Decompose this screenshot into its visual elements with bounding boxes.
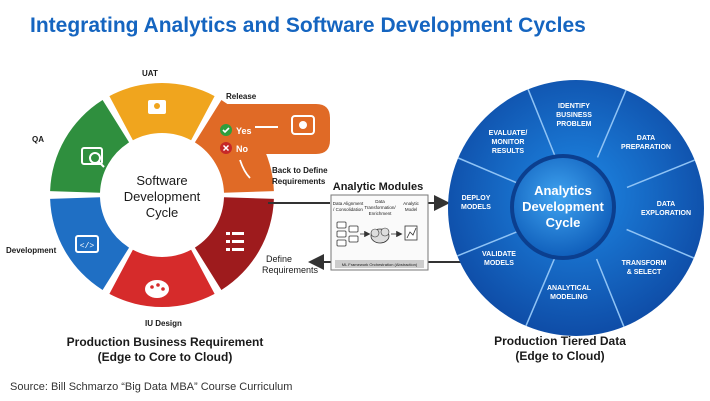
sdc-label-development: Development (6, 246, 57, 255)
adc-seg-explore-1: DATA (657, 201, 675, 208)
model-chart-icon (405, 226, 417, 240)
release-yes-label: Yes (236, 126, 252, 136)
adc-seg-prep-2: PREPARATION (621, 144, 671, 151)
source-citation: Source: Bill Schmarzo “Big Data MBA” Cou… (10, 381, 292, 393)
adc-seg-transform-2: & SELECT (627, 269, 662, 276)
release-screen-icon-dot (299, 121, 307, 129)
back-to-define-line-1: Back to Define (272, 166, 328, 175)
adc-center-line-1: Analytics (534, 183, 592, 198)
sdc-center-line-2: Development (124, 189, 201, 204)
am-col2-line-2: Transformation/ (364, 205, 396, 210)
back-to-define-line-2: Requirements (272, 177, 326, 186)
adc-seg-explore-2: EXPLORATION (641, 210, 691, 217)
analytics-cycle: Analytics Development Cycle IDENTIFY BUS… (448, 80, 704, 363)
sdc-label-uat: UAT (142, 69, 158, 78)
sdc-caption-line-1: Production Business Requirement (67, 335, 264, 349)
adc-seg-validate-2: MODELS (484, 260, 514, 267)
analytic-modules: Analytic Modules Data Alignment / Consol… (331, 181, 428, 270)
adc-caption-line-2: (Edge to Cloud) (515, 349, 604, 363)
adc-seg-modeling-2: MODELING (550, 294, 588, 301)
adc-seg-transform-1: TRANSFORM (622, 260, 667, 267)
adc-seg-prep-1: DATA (637, 135, 655, 142)
adc-seg-identify-3: PROBLEM (557, 121, 592, 128)
requirements-checklist-icon (226, 232, 244, 251)
am-col1-line-1: Data Alignment (333, 201, 364, 206)
adc-seg-identify-2: BUSINESS (556, 112, 592, 119)
am-footer: ML Framework Orchestration (Abstraction) (342, 262, 418, 267)
adc-caption-line-1: Production Tiered Data (494, 334, 626, 348)
data-cloud-icon (371, 228, 389, 243)
adc-seg-modeling-1: ANALYTICAL (547, 285, 592, 292)
uat-icon (148, 100, 166, 114)
sdc-segment-iu-design (109, 250, 214, 307)
adc-seg-validate-1: VALIDATE (482, 251, 516, 258)
sdc-label-release: Release (226, 92, 257, 101)
release-no-label: No (236, 144, 248, 154)
adc-seg-evaluate-1: EVALUATE/ (489, 130, 528, 137)
sdc-center-line-3: Cycle (146, 205, 179, 220)
adc-seg-identify-1: IDENTIFY (558, 103, 590, 110)
am-col2-line-1: Data (375, 199, 385, 204)
sdc-label-qa: QA (32, 135, 44, 144)
iu-design-palette-icon (145, 280, 169, 298)
adc-seg-deploy-1: DEPLOY (462, 195, 491, 202)
sdc-label-iu-design: IU Design (145, 319, 182, 328)
sdc-center-line-1: Software (136, 173, 187, 188)
software-cycle: Yes No </> So (6, 69, 330, 364)
adc-seg-deploy-2: MODELS (461, 204, 491, 211)
define-req-line-1: Define (266, 254, 292, 264)
adc-center-line-3: Cycle (546, 215, 581, 230)
define-req-line-2: Requirements (262, 265, 319, 275)
am-col2-line-3: Enrichment (369, 211, 393, 216)
am-col3-line-1: Analytic (403, 201, 420, 206)
am-col3-line-2: Model (405, 207, 417, 212)
adc-seg-evaluate-2: MONITOR (492, 139, 525, 146)
adc-center-line-2: Development (522, 199, 604, 214)
svg-text:</>: </> (80, 242, 95, 251)
adc-seg-evaluate-3: RESULTS (492, 148, 524, 155)
analytic-modules-title: Analytic Modules (333, 181, 423, 193)
am-col1-line-2: / Consolidation (333, 207, 363, 212)
sdc-caption-line-2: (Edge to Core to Cloud) (98, 350, 233, 364)
